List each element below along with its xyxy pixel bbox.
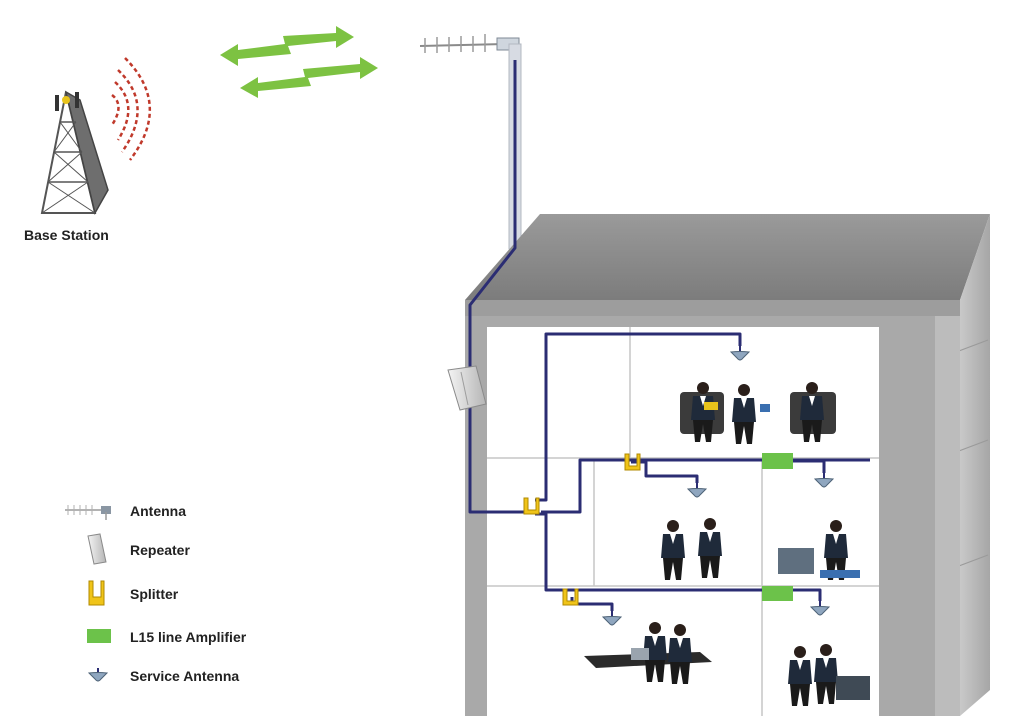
legend-service-antenna-label: Service Antenna <box>130 668 240 684</box>
base-station-tower <box>40 90 109 216</box>
signal-wave-icon <box>110 57 151 161</box>
splitter-icon <box>88 580 105 606</box>
antenna-icon <box>65 505 111 520</box>
building <box>465 214 990 716</box>
legend-amplifier-label: L15 line Amplifier <box>130 629 247 645</box>
coax-cable <box>468 60 870 611</box>
legend-repeater-label: Repeater <box>130 542 190 558</box>
base-station-label: Base Station <box>24 227 109 243</box>
legend-antenna-label: Antenna <box>130 503 186 519</box>
rooftop-antenna <box>419 34 522 250</box>
repeater-device <box>447 365 487 411</box>
line-amplifier-device <box>762 453 793 601</box>
office-people-illustration <box>584 382 870 706</box>
amplifier-icon <box>87 629 111 643</box>
legend-splitter-label: Splitter <box>130 586 179 602</box>
service-antenna-icon <box>87 668 109 682</box>
signal-arrow-icon <box>220 26 378 98</box>
repeater-icon <box>87 533 107 565</box>
